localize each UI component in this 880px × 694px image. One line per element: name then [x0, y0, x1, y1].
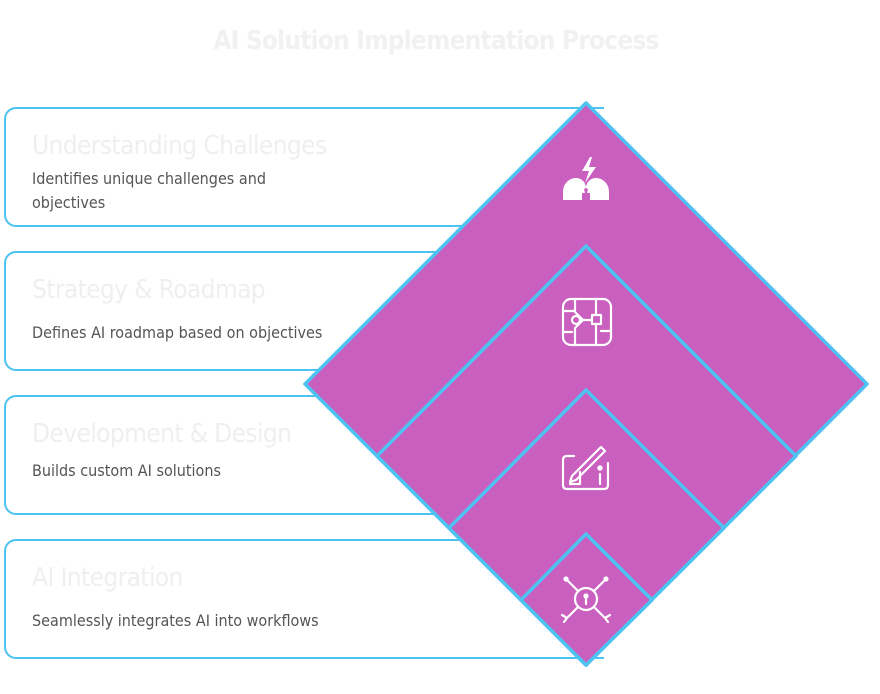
integration-keyhole-icon [560, 576, 612, 624]
step-description: Identifies unique challenges and objecti… [32, 169, 266, 212]
flowchart-icon [561, 297, 613, 347]
page-title: AI Solution Implementation Process [213, 26, 659, 56]
step-title: AI Integration [32, 563, 183, 593]
step-title: Understanding Challenges [32, 131, 327, 161]
step-description: Builds custom AI solutions [32, 461, 221, 480]
step-title: Strategy & Roadmap [32, 275, 266, 305]
step-title: Development & Design [32, 419, 292, 449]
brainstorm-heads-icon [563, 157, 609, 200]
design-edit-icon [561, 445, 610, 491]
step-card-understanding: Understanding Challenges Identifies uniq… [4, 107, 604, 227]
step-description: Seamlessly integrates AI into workflows [32, 611, 319, 630]
step-description: Defines AI roadmap based on objectives [32, 323, 323, 342]
